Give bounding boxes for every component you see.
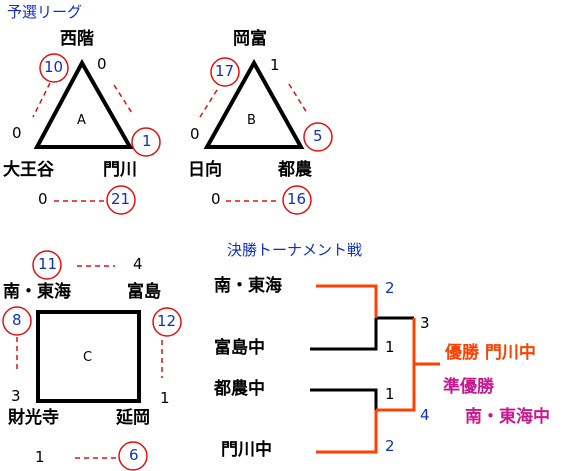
group-c-circle-left [2,306,32,336]
group-c-score-bottom: 6 [129,446,139,464]
group-c-plain-top: 4 [133,255,143,273]
final-team-1: 南・東海 [214,276,282,296]
group-c-score-left: 8 [12,311,22,329]
group-a-circle-top-right [131,127,161,157]
group-b-plain-bottom: 0 [211,190,221,208]
group-b-link-top-right [288,83,308,114]
group-a-score-top-left: 10 [44,58,64,76]
group-a-plain-top-right: 0 [12,124,22,142]
final-score-final-bottom: 4 [420,406,430,424]
final-score-semi1-bottom: 1 [385,338,395,356]
final-score-final-top: 3 [420,314,430,332]
group-b-score-top-right: 5 [313,127,323,145]
group-a-link-top-left [32,82,51,118]
group-b-triangle [203,58,305,149]
group-a-triangle [33,58,134,149]
group-a-score-top-right: 1 [142,132,152,150]
group-c-team-top-right: 富島 [127,282,161,302]
group-c-square [36,310,141,403]
group-b-team-left: 日向 [188,160,222,180]
group-c-plain-left: 3 [11,387,21,405]
group-b-label: B [247,113,256,128]
group-c-plain-right: 1 [160,389,170,407]
final-score-semi2-top: 1 [385,385,395,403]
group-a-circle-bottom [106,185,136,215]
bracket-line-tomishima [310,318,378,351]
group-c-score-right: 12 [157,312,177,330]
bracket-line-semi2-out [376,318,416,412]
final-score-semi2-bottom: 2 [385,437,395,455]
group-b-team-right: 都農 [278,160,312,180]
group-c-circle-bottom [118,441,148,471]
group-c-score-top: 11 [38,255,58,273]
group-c-team-bottom-left: 財光寺 [8,408,59,428]
champion-label: 優勝 門川中 [445,343,536,363]
group-b-score-top-left: 17 [215,62,235,80]
group-a-plain-top-left: 0 [97,55,107,73]
group-a-team-left: 大王谷 [3,160,54,180]
group-c-label: C [83,350,93,365]
group-a-plain-bottom: 0 [38,190,48,208]
final-team-3: 都農中 [214,379,265,399]
runner-up-team: 南・東海中 [465,407,550,427]
bracket-line-minami-tokai [316,284,378,318]
group-c-team-top-left: 南・東海 [3,282,71,302]
group-b-plain-top-right: 1 [270,56,280,74]
final-team-4: 門川中 [221,440,272,460]
bracket-line-tsuno [310,388,378,410]
group-c-circle-top [32,250,62,280]
group-a-link-top-right [113,84,133,114]
group-c-plain-bottom: 1 [35,448,45,466]
runner-up-label: 準優勝 [443,377,494,397]
group-b-circle-top-right [303,122,333,152]
group-a-label: A [77,113,86,128]
bracket-line-kadogawa [316,410,378,454]
group-b-team-top: 岡富 [233,29,267,49]
final-team-2: 富島中 [214,338,265,358]
group-a-circle-top-left [39,53,69,83]
final-score-semi1-top: 2 [385,279,395,297]
group-a-team-top: 西階 [60,29,94,49]
group-a-score-bottom: 21 [111,190,131,208]
group-b-link-top-left [199,89,218,118]
group-b-plain-top-left: 0 [190,125,200,143]
group-b-circle-top-left [210,57,240,87]
group-b-circle-bottom [282,185,312,215]
group-c-team-bottom-right: 延岡 [116,408,150,428]
group-a-team-right: 門川 [103,160,137,180]
preliminary-title: 予選リーグ [7,3,83,21]
final-title: 決勝トーナメント戦 [227,241,363,259]
group-b-score-bottom: 16 [287,190,307,208]
group-c-circle-right [152,307,182,337]
